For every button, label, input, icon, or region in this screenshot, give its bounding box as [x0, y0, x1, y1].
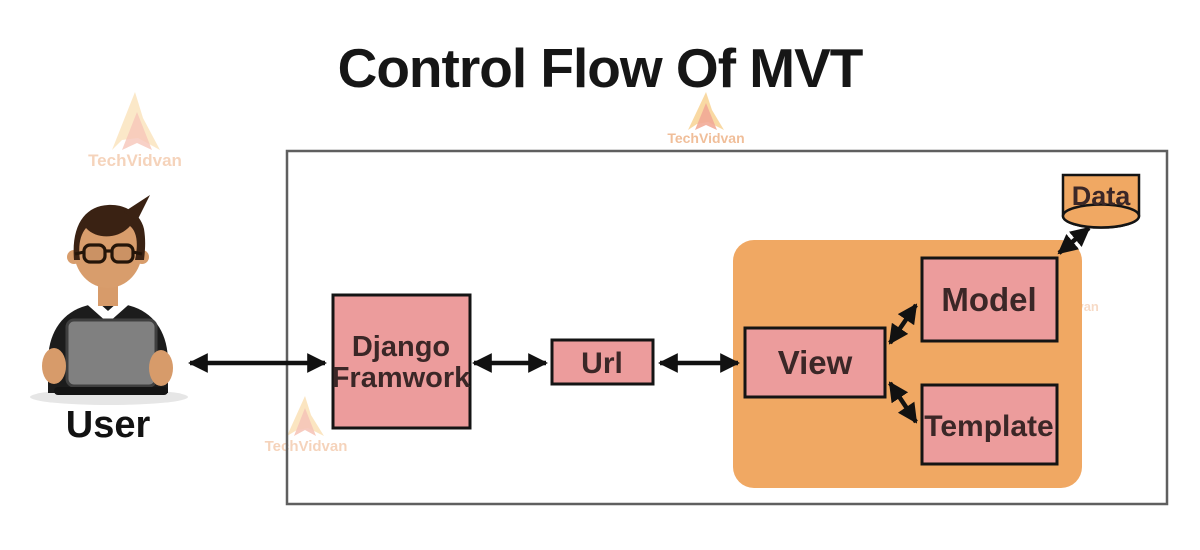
django-label-line2: Framwork — [332, 362, 471, 394]
watermark-label: TechVidvan — [667, 130, 744, 146]
outer-frame — [285, 149, 1169, 506]
data-label: Data — [1072, 181, 1132, 211]
user-illustration: User — [30, 195, 188, 446]
laptop-base — [54, 387, 168, 395]
techvidvan-watermark: TechVidvan — [88, 92, 182, 170]
techvidvan-watermark: TechVidvan — [667, 92, 745, 146]
page-title: Control Flow Of MVT — [338, 37, 863, 99]
techvidvan-watermark: TechVidvan — [265, 396, 348, 455]
glasses-icon — [74, 243, 143, 264]
model-node: Model — [920, 256, 1059, 343]
view-node: View — [743, 326, 887, 399]
template-label: Template — [924, 410, 1053, 443]
arrow-model-data — [1057, 226, 1091, 255]
watermark-label: TechVidvan — [265, 438, 348, 455]
url-label: Url — [581, 347, 623, 380]
collar — [87, 297, 129, 324]
hair — [73, 204, 146, 260]
view-label: View — [778, 344, 853, 381]
model-label: Model — [941, 281, 1036, 318]
laptop-icon — [65, 318, 158, 388]
template-node: Template — [920, 383, 1059, 466]
user-label: User — [66, 404, 151, 446]
hand — [42, 348, 66, 384]
hand — [149, 350, 173, 386]
arrow-view-template — [888, 381, 918, 424]
arrow-view-model — [888, 303, 918, 345]
data-store-node: Data — [1061, 173, 1141, 229]
django-label-line1: Django — [352, 331, 450, 363]
watermark-label: TechVidvan — [88, 151, 182, 170]
hair-spike — [124, 195, 150, 221]
django-framework-node: Django Framwork — [331, 293, 472, 430]
url-node: Url — [550, 338, 655, 386]
arrows — [188, 226, 1091, 424]
